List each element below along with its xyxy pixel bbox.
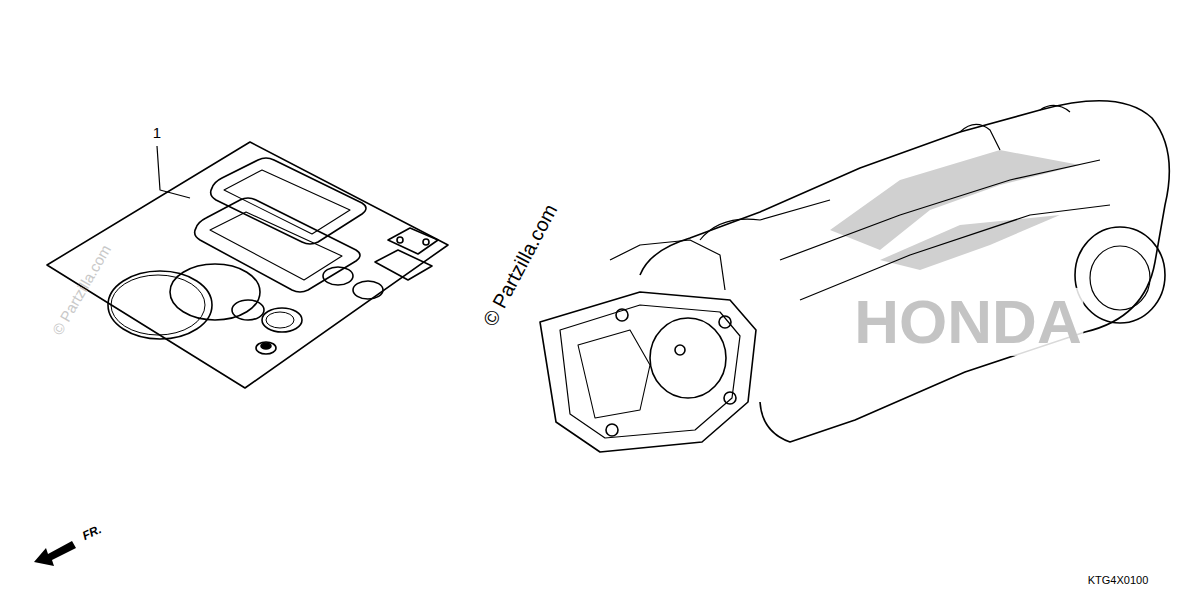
gasket-port (578, 330, 650, 418)
bolt-hole (719, 316, 731, 328)
o-ring (353, 281, 383, 299)
direction-label: FR. (79, 522, 106, 544)
gasket-kit-sheet (47, 142, 448, 388)
small-gasket (388, 228, 438, 254)
o-ring (108, 271, 212, 339)
cylinder-body (560, 305, 740, 438)
bolt-hole (397, 237, 403, 243)
o-ring (232, 300, 264, 320)
drawing-code: KTG4X0100 (1086, 574, 1151, 586)
logo-text: HONDA (852, 288, 1083, 356)
cylinder-bore (650, 318, 726, 398)
small-gasket (375, 250, 432, 280)
leader-line (157, 146, 190, 198)
pulley-cover (1075, 227, 1165, 323)
cover-gasket-inner (224, 170, 350, 234)
pulley-cover (1090, 246, 1150, 310)
bolt-hole (675, 345, 685, 355)
seal (261, 343, 271, 349)
honda-wing (830, 150, 1080, 270)
bolt-hole (423, 239, 429, 245)
watermark: © Partzilla.com (49, 240, 116, 339)
cylinder-gasket (195, 198, 360, 292)
o-ring (266, 312, 294, 328)
o-ring (170, 264, 260, 320)
o-ring (323, 267, 353, 285)
bolt-hole (606, 424, 618, 436)
case-boss (960, 105, 1070, 150)
o-ring (111, 275, 205, 335)
cylinder-gasket (540, 292, 756, 452)
crankcase-top (610, 240, 725, 290)
o-ring (262, 308, 302, 332)
bolt-hole (724, 392, 736, 404)
cylinder-gasket-inner (210, 212, 342, 280)
seal (256, 342, 276, 354)
bolt-hole (616, 309, 628, 321)
callout-number: 1 (151, 125, 163, 142)
watermark: © Partzilla.com (478, 199, 563, 332)
front-arrow (34, 541, 76, 566)
case-rib (700, 160, 1110, 300)
